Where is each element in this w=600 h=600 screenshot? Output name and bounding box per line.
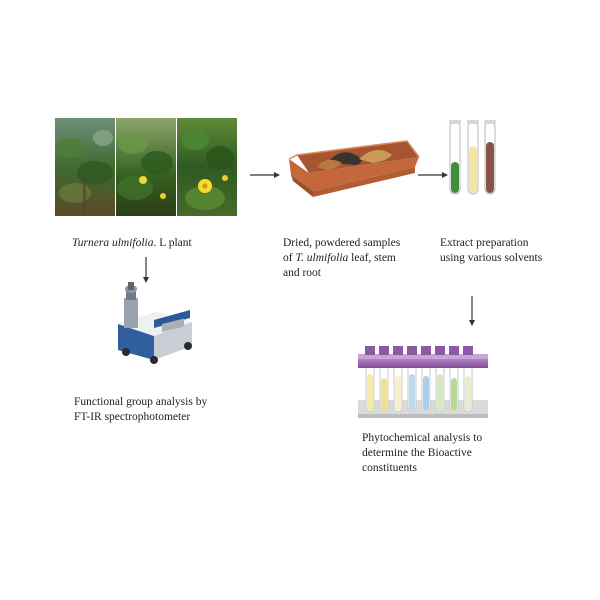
samples-caption: Dried, powdered samples of T. ulmifolia … <box>283 236 400 281</box>
plant-caption: Turnera ulmifolia. L plant <box>72 236 192 251</box>
plant-caption-suffix: . L plant <box>153 237 192 249</box>
arrow-extract-to-phyto <box>469 296 475 326</box>
phyto-caption-line-3: constituents <box>362 462 417 474</box>
ftir-caption-line-2: FT-IR spectrophotometer <box>74 411 191 423</box>
plant-photo-strip <box>55 118 237 216</box>
plant-photo-panel-1 <box>55 118 115 216</box>
arrow-tray-to-tubes <box>418 172 448 178</box>
samples-caption-line-3: and root <box>283 267 322 279</box>
extract-caption: Extract preparation using various solven… <box>440 236 542 266</box>
test-tube-green <box>449 120 461 195</box>
test-tube-yellow <box>467 120 479 195</box>
samples-caption-line-2-pre: of <box>283 252 296 264</box>
phyto-caption-line-1: Phytochemical analysis to <box>362 432 483 444</box>
extract-caption-line-2: using various solvents <box>440 252 543 264</box>
samples-caption-species: T. ulmifolia <box>295 252 349 264</box>
arrow-plant-to-tray <box>250 172 280 178</box>
powder-tray-illustration <box>288 140 420 197</box>
phyto-caption-line-2: determine the Bioactive <box>362 447 472 459</box>
test-tubes-illustration <box>449 120 496 195</box>
extract-caption-line-1: Extract preparation <box>440 237 529 249</box>
test-tube-brown <box>484 120 496 195</box>
plant-species-name: Turnera ulmifolia <box>72 237 154 249</box>
phytochemical-tube-rack-illustration <box>358 346 488 418</box>
plant-photo-panel-2 <box>116 118 176 216</box>
plant-photo-panel-3 <box>177 118 237 216</box>
ftir-caption: Functional group analysis by FT-IR spect… <box>74 395 207 425</box>
ftir-spectrophotometer-illustration <box>118 282 192 364</box>
arrow-plant-to-ftir <box>143 257 149 283</box>
samples-caption-line-2: of T. ulmifolia leaf, stem <box>283 251 400 266</box>
phyto-caption: Phytochemical analysis to determine the … <box>362 431 482 476</box>
samples-caption-line-2-post: leaf, stem <box>348 252 396 264</box>
samples-caption-line-1: Dried, powdered samples <box>283 237 401 249</box>
ftir-caption-line-1: Functional group analysis by <box>74 396 208 408</box>
